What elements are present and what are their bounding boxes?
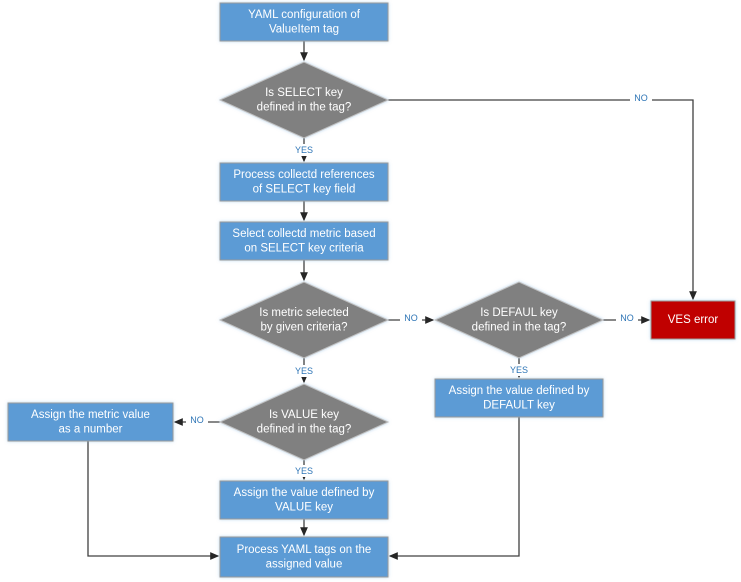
node-label-line: Assign the metric value	[31, 409, 150, 421]
node-default-key-decision[interactable]: Is DEFAUL key defined in the tag?	[433, 281, 605, 359]
node-label-line: defined in the tag?	[257, 423, 352, 435]
node-label-line: Process collectd references	[233, 169, 375, 181]
nodes-layer: YAML configuration of ValueItem tag Is SEL…	[7, 2, 736, 578]
node-label-line: Assign the value defined by	[234, 487, 375, 499]
connector-line	[388, 417, 520, 560]
node-select-key-decision[interactable]: Is SELECT key defined in the tag?	[218, 61, 390, 139]
node-label-line: Is SELECT key	[265, 87, 343, 99]
node-label-line: YAML configuration of	[248, 9, 361, 21]
node-label-line: defined in the tag?	[472, 321, 567, 333]
edge-label-backdrop	[400, 312, 422, 324]
connector-edge-metric-yes-to-value: YES	[293, 358, 315, 384]
edge-label-no: NO	[190, 415, 204, 425]
edge-label-backdrop	[186, 414, 208, 426]
node-label-line: Is metric selected	[259, 307, 348, 319]
node-label-line: assigned value	[266, 558, 343, 570]
node-label-line: defined in the tag?	[257, 101, 352, 113]
connector-edge-value-no-to-number: NO	[173, 414, 220, 426]
edge-label-yes: YES	[510, 365, 528, 375]
edge-label-backdrop	[293, 465, 315, 477]
node-label-line: ValueItem tag	[269, 23, 339, 35]
edge-label-yes: YES	[295, 466, 313, 476]
connector-edge-default-no-to-error: NO	[603, 312, 651, 324]
connector-edge-default-yes-to-assign: YES	[508, 358, 530, 379]
node-assign-value-key[interactable]: Assign the value defined by VALUE key	[219, 480, 389, 520]
edge-label-yes: YES	[295, 145, 313, 155]
edge-label-backdrop	[630, 92, 652, 104]
process-box	[434, 378, 604, 418]
process-box	[219, 162, 389, 202]
connector-edge-select-yes-to-process: YES	[293, 138, 315, 163]
decision-diamond	[218, 61, 390, 139]
node-label-line: DEFAULT key	[483, 399, 555, 411]
node-value-key-decision[interactable]: Is VALUE key defined in the tag?	[218, 383, 390, 461]
decision-diamond	[218, 383, 390, 461]
connector-edge-metric-no-to-default: NO	[388, 312, 435, 324]
connector-line	[388, 99, 697, 301]
edge-label-backdrop	[293, 144, 315, 156]
node-ves-error[interactable]: VES error	[650, 300, 736, 340]
edge-label-no: NO	[620, 313, 634, 323]
node-process-yaml-tags[interactable]: Process YAML tags on the assigned value	[219, 536, 389, 578]
node-label-line: Is VALUE key	[269, 409, 339, 421]
node-label-line: Assign the value defined by	[449, 385, 590, 397]
process-box	[219, 221, 389, 261]
edge-label-yes: YES	[295, 366, 313, 376]
node-label-line: VES error	[668, 314, 719, 326]
node-process-collectd-references[interactable]: Process collectd references of SELECT key…	[219, 162, 389, 202]
node-label-line: VALUE key	[275, 501, 333, 513]
connector-edge-default-assign-to-yaml-tags	[388, 417, 520, 560]
node-label-line: Select collectd metric based	[232, 228, 375, 240]
node-label-line: Is DEFAUL key	[480, 307, 558, 319]
process-box	[7, 402, 174, 442]
process-box	[219, 2, 389, 42]
edge-label-backdrop	[508, 364, 530, 376]
node-label-line: on SELECT key criteria	[244, 242, 364, 254]
edge-label-no: NO	[404, 313, 418, 323]
process-box	[219, 480, 389, 520]
node-metric-selected-decision[interactable]: Is metric selected by given criteria?	[218, 281, 390, 359]
node-label-line: by given criteria?	[261, 321, 348, 333]
edge-label-no: NO	[634, 93, 648, 103]
edge-label-backdrop	[293, 365, 315, 377]
connector-edge-number-to-yaml-tags	[87, 441, 220, 560]
connector-edge-value-yes-to-assign: YES	[293, 460, 315, 481]
decision-diamond	[218, 281, 390, 359]
error-box	[650, 300, 736, 340]
node-label-line: Process YAML tags on the	[237, 544, 372, 556]
node-label-line: as a number	[59, 423, 123, 435]
decision-diamond	[433, 281, 605, 359]
node-label-line: of SELECT key field	[253, 183, 356, 195]
connector-edge-select-no-to-error: NO	[388, 92, 697, 301]
node-assign-default-value[interactable]: Assign the value defined by DEFAULT key	[434, 378, 604, 418]
node-select-collectd-metric[interactable]: Select collectd metric based on SELECT ke…	[219, 221, 389, 261]
node-yaml-config[interactable]: YAML configuration of ValueItem tag	[219, 2, 389, 42]
edge-label-backdrop	[616, 312, 638, 324]
process-box	[219, 536, 389, 578]
connector-line	[87, 441, 220, 560]
edges-layer: NO YES NO NO YES YES NO YES	[87, 41, 697, 560]
node-assign-metric-number[interactable]: Assign the metric value as a number	[7, 402, 174, 442]
